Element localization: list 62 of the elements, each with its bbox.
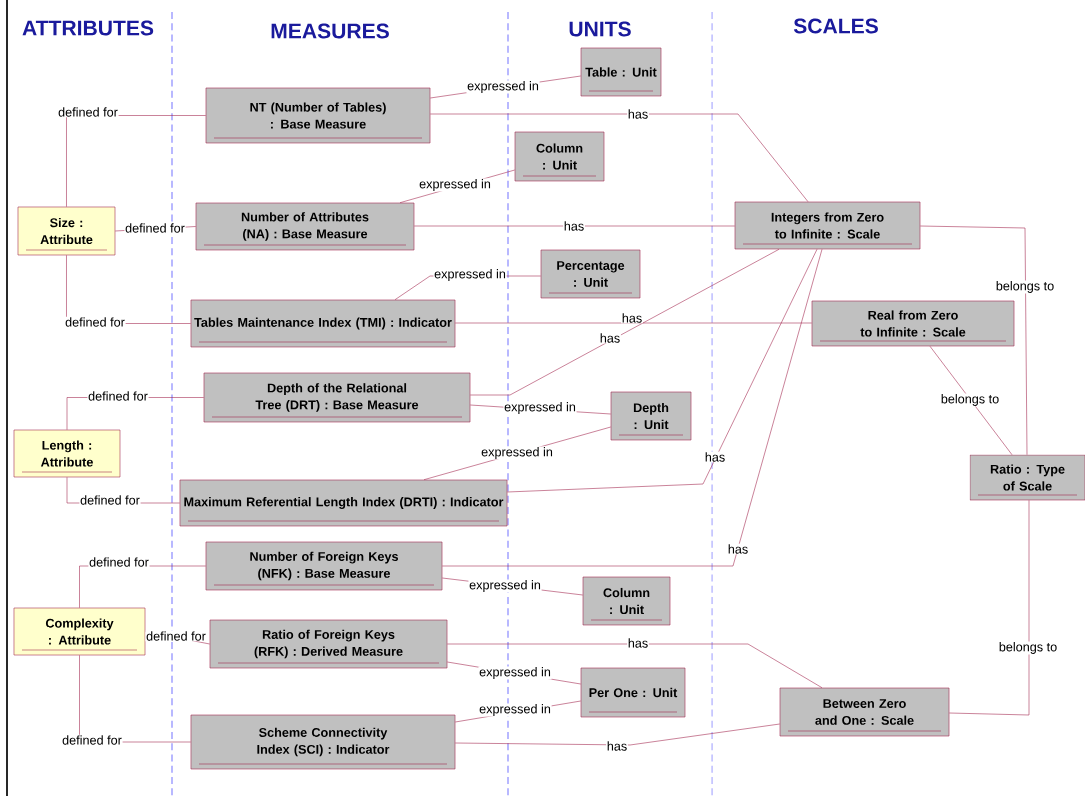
edge-label: defined for (57, 106, 119, 118)
class-box: Ratio of Foreign Keys (RFK) : Derived Measure (209, 619, 448, 669)
class-box: Depth of the Relational Tree (DRT) : Base Measure (203, 372, 471, 423)
attribute-box: Size : Attribute (17, 206, 116, 256)
edge-label: defined for (79, 494, 141, 506)
edge-label: expressed in (418, 178, 492, 192)
class-box: Number of Attributes (NA) : Base Measure (195, 202, 415, 251)
class-box: Per One : Unit (580, 667, 686, 718)
edge-label: has (704, 451, 726, 463)
edge-label: belongs to (940, 393, 1000, 407)
edge-label: has (606, 740, 628, 752)
edge-label: has (621, 312, 643, 324)
connector (929, 346, 1013, 455)
edge-label: expressed in (466, 80, 540, 94)
edge-label: belongs to (998, 641, 1058, 655)
class-box: Table : Unit (580, 47, 662, 97)
connector (470, 249, 780, 396)
edge-label: has (563, 220, 585, 232)
connector (430, 113, 809, 202)
class-box: Integers from Zero to Infinite : Scale (734, 201, 921, 250)
class-box: Tables Maintenance Index (TMI) : Indicator (190, 299, 456, 348)
edge-label: expressed in (503, 401, 577, 415)
edge-label: belongs to (995, 280, 1055, 294)
class-box: Percentage : Unit (540, 249, 641, 299)
edge-label: expressed in (478, 666, 552, 680)
connector (442, 249, 823, 567)
column-heading: ATTRIBUTES (22, 20, 154, 36)
connector (455, 322, 812, 324)
column-heading: SCALES (793, 18, 878, 34)
edge-label: defined for (124, 222, 186, 234)
connector (920, 225, 1028, 455)
edge-label: has (627, 637, 649, 649)
attribute-box: Complexity : Attribute (13, 607, 146, 656)
class-box: Ratio : Type of Scale (969, 454, 1085, 501)
class-box: Depth : Unit (610, 391, 692, 441)
connector (414, 225, 735, 227)
edge-label: expressed in (468, 579, 542, 593)
connector (447, 643, 823, 688)
class-box: NT (Number of Tables) : Base Measure (205, 87, 431, 144)
edge-label: defined for (87, 390, 149, 402)
class-box: Column : Unit (514, 131, 605, 182)
class-box: Between Zero and One : Scale (779, 687, 950, 737)
column-heading: MEASURES (271, 23, 389, 39)
edge-label: expressed in (478, 703, 552, 717)
class-box: Real from Zero to Infinite : Scale (811, 300, 1015, 347)
class-box: Scheme Connectivity Index (SCI) : Indicator (190, 714, 456, 770)
connector (455, 723, 780, 746)
edge-label: has (599, 332, 621, 344)
class-box: Maximum Referential Length Index (DRTI) : Indicator (179, 479, 508, 527)
edge-label: has (727, 543, 749, 555)
class-box: Number of Foreign Keys (NFK) : Base Measure (205, 541, 443, 591)
class-box: Column : Unit (582, 576, 671, 626)
edge-label: defined for (64, 316, 126, 328)
edge-label: defined for (145, 630, 207, 642)
edge-label: defined for (88, 556, 150, 568)
edge-label: expressed in (433, 268, 507, 282)
connector (949, 500, 1030, 716)
edge-label: expressed in (480, 446, 554, 460)
edge-label: defined for (61, 734, 123, 746)
connector (507, 249, 818, 493)
attribute-box: Length : Attribute (13, 429, 121, 478)
edge-label: has (627, 108, 649, 120)
